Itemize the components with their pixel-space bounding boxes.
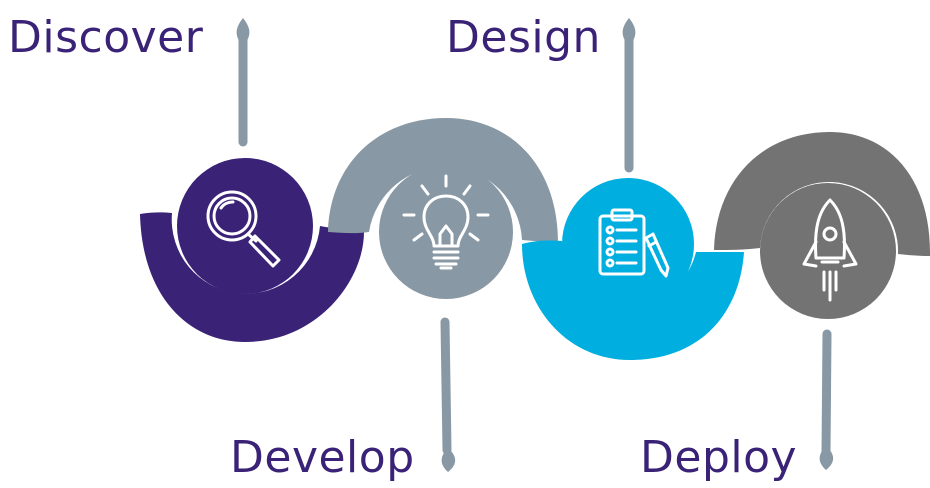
wave-band-develop xyxy=(328,118,558,242)
magnifying-glass-icon xyxy=(206,190,281,268)
pin-design xyxy=(622,18,636,173)
step-label-discover: Discover xyxy=(8,12,204,63)
pin-discover xyxy=(236,18,250,147)
rocket-icon xyxy=(802,198,858,302)
circle-develop xyxy=(379,165,513,299)
step-label-deploy: Deploy xyxy=(640,432,798,483)
wave-band-discover xyxy=(140,212,364,342)
circle-discover xyxy=(177,158,313,294)
step-label-develop: Develop xyxy=(230,432,415,483)
circle-deploy xyxy=(760,183,896,319)
pin-deploy xyxy=(819,329,834,470)
lightbulb-icon xyxy=(402,174,490,270)
wave-band-design xyxy=(522,240,744,360)
circle-design xyxy=(562,178,694,310)
clipboard-checklist-icon xyxy=(598,208,670,278)
pin-develop xyxy=(440,317,456,472)
step-label-design: Design xyxy=(446,12,601,63)
wave-band-deploy xyxy=(714,132,930,256)
